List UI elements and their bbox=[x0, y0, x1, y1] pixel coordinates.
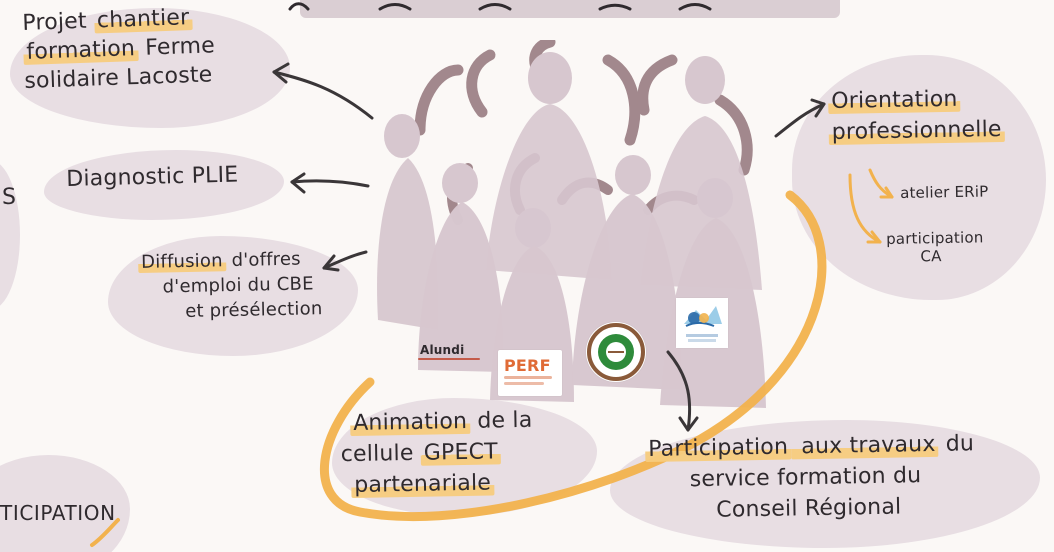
node-orientation-participation-ca: participation CA bbox=[885, 228, 984, 266]
node-projet-text-2b: Ferme bbox=[137, 33, 216, 62]
node-animation-text-2b: GPECT bbox=[420, 439, 502, 466]
node-diffusion-text-1a: Diffusion bbox=[137, 250, 226, 273]
node-animation-text-1b: de la bbox=[469, 407, 533, 434]
node-participation-left-text: TICIPATION bbox=[0, 501, 116, 525]
arrow-to-diagnostic bbox=[290, 179, 370, 188]
node-animation-line-3: partenariale bbox=[351, 470, 534, 499]
arrow-to-projet bbox=[272, 70, 374, 120]
node-projet-text-2a: formation bbox=[22, 36, 139, 66]
node-participation-left: TICIPATION bbox=[0, 503, 116, 524]
node-diffusion-line-3: et présélection bbox=[184, 297, 323, 322]
node-orientation-text-2: professionnelle bbox=[828, 117, 1005, 146]
logo-perf-smallprint bbox=[504, 376, 552, 379]
node-orientation-atelier: atelier ERiP bbox=[899, 182, 989, 202]
blob-left-edge bbox=[0, 160, 20, 310]
node-projet-line-1: Projet chantier bbox=[21, 5, 214, 36]
node-animation-line-1: Animation de la bbox=[349, 407, 533, 436]
top-banner bbox=[300, 0, 840, 18]
region-logo-icon bbox=[676, 298, 728, 348]
node-projet-line-2: formation Ferme bbox=[22, 33, 216, 66]
node-animation-text-2a: cellule bbox=[340, 440, 421, 468]
node-orientation-line-2: professionnelle bbox=[828, 117, 1005, 146]
node-participation-travaux-text-3: Conseil Régional bbox=[716, 494, 902, 523]
node-animation: Animation de la cellule GPECT partenaria… bbox=[341, 407, 534, 499]
node-projet-text-1a: Projet bbox=[21, 8, 95, 36]
node-diagnostic: Diagnostic PLIE bbox=[65, 162, 239, 192]
logo-perf-box: PERF bbox=[498, 350, 562, 396]
node-orientation-participation-ca-line-1: participation bbox=[885, 228, 984, 248]
node-diffusion: Diffusion d'offres d'emploi du CBE et pr… bbox=[137, 248, 323, 322]
node-participation-travaux-text-2: service formation du bbox=[689, 463, 922, 493]
logo-alundi-underline bbox=[418, 358, 480, 360]
logo-perf-smallprint-2 bbox=[504, 382, 544, 385]
blob-diagnostic bbox=[44, 150, 284, 220]
cbe-seal-icon bbox=[587, 323, 645, 381]
logo-region-box bbox=[676, 298, 728, 348]
node-participation-travaux-text-1c: du bbox=[938, 431, 975, 457]
node-participation-travaux: Participation aux travaux du service for… bbox=[644, 431, 975, 523]
node-diffusion-text-3: et présélection bbox=[184, 297, 323, 322]
node-participation-travaux-text-1b: aux travaux bbox=[790, 431, 939, 460]
node-participation-travaux-line-1: Participation aux travaux du bbox=[644, 431, 975, 462]
node-diffusion-line-2: d'emploi du CBE bbox=[162, 273, 323, 298]
node-animation-line-2: cellule GPECT bbox=[340, 439, 534, 468]
node-participation-travaux-text-1a: Participation bbox=[644, 434, 792, 462]
node-diffusion-line-1: Diffusion d'offres bbox=[137, 248, 322, 273]
node-participation-travaux-line-3: Conseil Régional bbox=[716, 494, 975, 523]
node-left-edge-s: S bbox=[2, 186, 16, 209]
logo-alundi: Alundi bbox=[420, 343, 465, 357]
node-orientation: Orientation professionnelle bbox=[827, 86, 1005, 146]
node-orientation-participation-ca-text-2: CA bbox=[920, 246, 942, 266]
logo-alundi-box: Alundi bbox=[410, 342, 486, 364]
node-animation-text-1a: Animation bbox=[349, 408, 471, 436]
node-orientation-line-1: Orientation bbox=[827, 86, 1004, 114]
node-orientation-participation-ca-line-2: CA bbox=[920, 246, 984, 266]
top-banner-strokes bbox=[288, 2, 712, 11]
node-diffusion-text-2: d'emploi du CBE bbox=[162, 273, 314, 298]
node-diagnostic-text: Diagnostic PLIE bbox=[65, 162, 239, 192]
node-diffusion-text-1b: d'offres bbox=[225, 248, 301, 272]
node-orientation-atelier-text: atelier ERiP bbox=[899, 182, 989, 202]
node-participation-travaux-line-2: service formation du bbox=[689, 463, 975, 493]
node-orientation-text-1: Orientation bbox=[827, 86, 961, 114]
node-orientation-participation-ca-text-1: participation bbox=[885, 228, 984, 248]
node-projet-text-1b: chantier bbox=[93, 5, 193, 34]
logo-cbe-box bbox=[586, 322, 646, 382]
logo-perf: PERF bbox=[504, 356, 551, 375]
node-animation-text-3: partenariale bbox=[351, 470, 495, 499]
node-projet: Projet chantier formation Ferme solidair… bbox=[21, 5, 216, 94]
node-left-edge-s-text: S bbox=[2, 185, 17, 210]
